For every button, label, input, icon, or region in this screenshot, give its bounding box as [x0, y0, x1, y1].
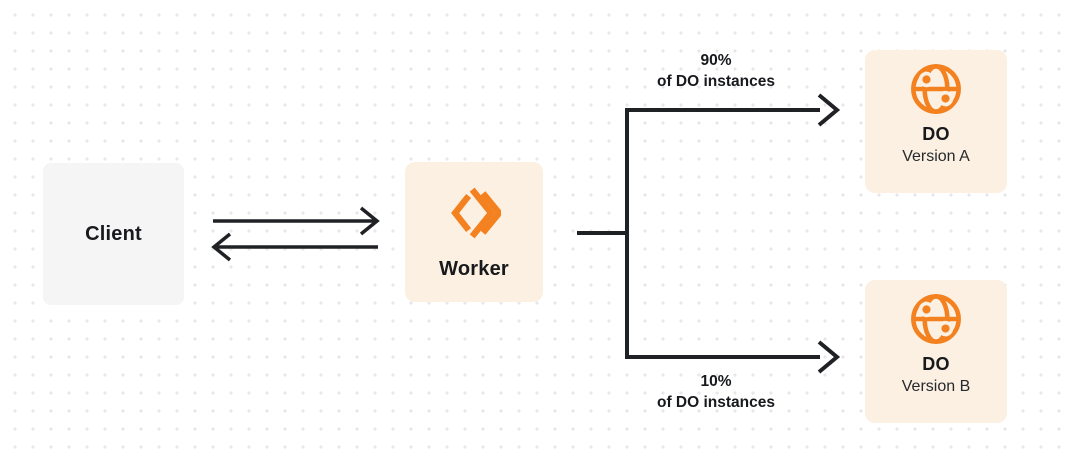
- workers-chevron-icon: [451, 187, 501, 239]
- client-node: Client: [43, 163, 184, 305]
- globe-dot-upper: [922, 75, 931, 84]
- workers-icon-main-chevron: [469, 187, 496, 239]
- client-node-label: Client: [85, 222, 142, 245]
- worker-branch-arrows: [577, 93, 841, 374]
- worker-node: Worker: [405, 162, 543, 302]
- do-a-subtitle: Version A: [902, 148, 970, 165]
- arrow-client-to-worker-head: [359, 206, 380, 236]
- globe-dot-upper: [922, 305, 931, 314]
- do-version-a-node: DO Version A: [865, 50, 1007, 193]
- top-branch-percent: 90%: [700, 52, 732, 69]
- top-branch-caption: of DO instances: [657, 73, 775, 90]
- client-worker-arrows: [211, 206, 380, 262]
- worker-node-label: Worker: [439, 258, 509, 280]
- globe-dot-lower: [941, 324, 950, 333]
- arrow-worker-to-client-head: [211, 232, 232, 262]
- do-a-title: DO: [922, 124, 950, 144]
- arrow-to-do-b-head: [817, 340, 841, 374]
- globe-dot-lower: [941, 94, 950, 103]
- globe-icon: [911, 64, 961, 114]
- globe-icon: [911, 294, 961, 344]
- bottom-branch-label: 10% of DO instances: [616, 371, 816, 413]
- workers-icon-left-bracket: [451, 193, 472, 233]
- top-branch-label: 90% of DO instances: [616, 50, 816, 92]
- workers-icon-shadow-chevron: [480, 191, 501, 235]
- arrow-to-do-a-head: [817, 93, 841, 127]
- bottom-branch-caption: of DO instances: [657, 394, 775, 411]
- do-b-subtitle: Version B: [901, 378, 971, 395]
- bottom-branch-percent: 10%: [700, 373, 732, 390]
- branch-fork-line: [625, 108, 820, 359]
- do-b-title: DO: [922, 354, 950, 374]
- do-version-b-node: DO Version B: [865, 280, 1007, 423]
